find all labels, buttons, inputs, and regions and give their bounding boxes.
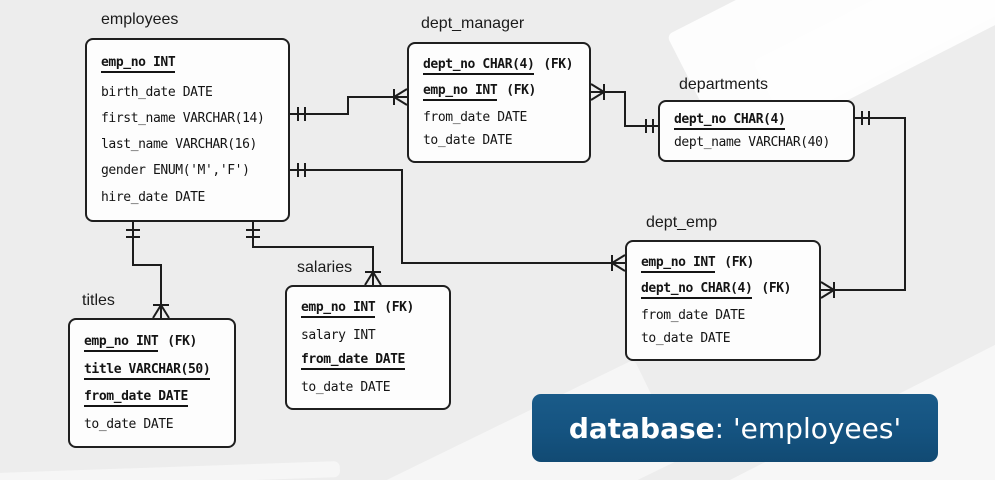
entity-titles: emp_no INT(FK) title VARCHAR(50) from_da… bbox=[68, 318, 236, 448]
entity-title-titles: titles bbox=[82, 292, 115, 309]
column-to_date: to_date DATE bbox=[84, 417, 174, 433]
entity-title-salaries: salaries bbox=[297, 259, 353, 276]
entity-salaries: emp_no INT(FK) salary INT from_date DATE… bbox=[285, 285, 451, 410]
one-mark-icon bbox=[297, 107, 306, 121]
one-mark-icon bbox=[645, 119, 654, 133]
entity-employees: emp_no INT birth_date DATE first_name VA… bbox=[85, 38, 290, 222]
rel-employees-dept_emp bbox=[290, 163, 626, 272]
column-gender: gender ENUM('M','F') bbox=[101, 163, 250, 179]
crows-foot-icon bbox=[611, 254, 626, 272]
rel-employees-dept_manager bbox=[290, 88, 408, 121]
entity-title-departments: departments bbox=[679, 76, 768, 93]
column-dept_no: dept_no CHAR(4) bbox=[674, 112, 847, 130]
column-last_name: last_name VARCHAR(16) bbox=[101, 137, 257, 153]
column-birth_date: birth_date DATE bbox=[101, 84, 213, 100]
column-from_date: from_date DATE bbox=[641, 307, 745, 323]
entity-title-dept_manager: dept_manager bbox=[421, 15, 525, 32]
column-emp_no: emp_no INT(FK) bbox=[641, 255, 813, 273]
column-dept_no: dept_no CHAR(4)(FK) bbox=[423, 57, 583, 75]
column-to_date: to_date DATE bbox=[423, 133, 513, 149]
crows-foot-icon bbox=[152, 304, 170, 319]
entity-departments: dept_no CHAR(4) dept_name VARCHAR(40) bbox=[658, 100, 855, 162]
rel-employees-titles bbox=[126, 222, 170, 319]
column-title: title VARCHAR(50) bbox=[84, 362, 228, 380]
entity-title-dept_emp: dept_emp bbox=[646, 214, 718, 231]
crows-foot-icon bbox=[590, 83, 605, 101]
column-from_date: from_date DATE bbox=[423, 109, 527, 125]
column-salary: salary INT bbox=[301, 327, 376, 343]
crows-foot-icon bbox=[364, 271, 382, 286]
badge-label: database bbox=[568, 411, 715, 445]
crows-foot-icon bbox=[393, 88, 408, 106]
column-hire_date: hire_date DATE bbox=[101, 189, 205, 205]
column-from_date: from_date DATE bbox=[84, 389, 228, 408]
column-to_date: to_date DATE bbox=[301, 379, 391, 395]
entity-dept_emp: emp_no INT(FK) dept_no CHAR(4)(FK) from_… bbox=[625, 240, 821, 361]
column-emp_no: emp_no INT(FK) bbox=[423, 83, 583, 102]
column-dept_no: dept_no CHAR(4)(FK) bbox=[641, 281, 813, 300]
entity-title-employees: employees bbox=[101, 11, 179, 28]
rel-employees-salaries bbox=[246, 222, 382, 286]
column-dept_name: dept_name VARCHAR(40) bbox=[674, 135, 830, 151]
one-mark-icon bbox=[297, 163, 306, 177]
column-emp_no: emp_no INT bbox=[101, 55, 282, 74]
one-mark-icon bbox=[246, 229, 260, 238]
column-to_date: to_date DATE bbox=[641, 331, 731, 347]
one-mark-icon bbox=[126, 229, 140, 238]
crows-foot-icon bbox=[820, 281, 835, 299]
column-emp_no: emp_no INT(FK) bbox=[84, 334, 228, 352]
database-name-badge: database: 'employees' bbox=[532, 394, 938, 462]
rel-departments-dept_manager bbox=[590, 83, 658, 133]
column-emp_no: emp_no INT(FK) bbox=[301, 300, 443, 319]
entity-dept_manager: dept_no CHAR(4)(FK) emp_no INT(FK) from_… bbox=[407, 42, 591, 163]
badge-value: : 'employees' bbox=[714, 411, 902, 445]
column-from_date: from_date DATE bbox=[301, 352, 443, 371]
column-first_name: first_name VARCHAR(14) bbox=[101, 110, 265, 126]
